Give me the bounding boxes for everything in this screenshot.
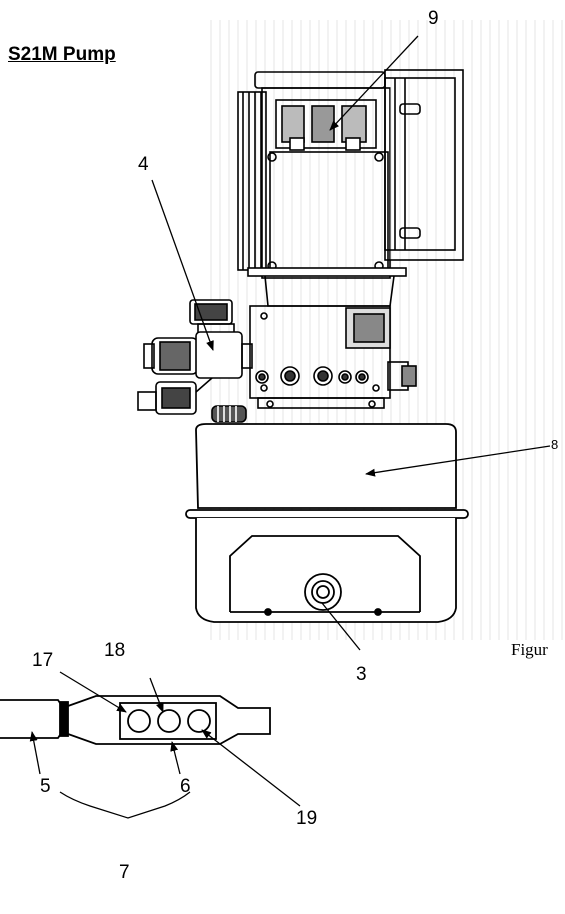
- pendant-remote: [0, 695, 271, 745]
- callout-3: 3: [356, 664, 367, 685]
- callout-4: 4: [138, 154, 149, 175]
- callout-6: 6: [180, 776, 191, 797]
- callout-17: 17: [32, 650, 54, 671]
- terminal-block: [275, 99, 377, 151]
- callout-5: 5: [40, 776, 51, 797]
- reservoir-tank: [185, 423, 469, 623]
- callout-9: 9: [428, 8, 439, 29]
- motor: [237, 69, 464, 307]
- figure-caption: Figur: [511, 640, 548, 659]
- page-title: S21M Pump: [8, 44, 116, 65]
- callout-18: 18: [104, 640, 126, 661]
- callout-19: 19: [296, 808, 318, 829]
- leader-lines: [29, 35, 551, 819]
- manifold-block: [211, 305, 417, 423]
- solenoid-valve: [137, 299, 253, 415]
- callout-8: 8: [551, 437, 559, 452]
- callout-7: 7: [119, 862, 130, 883]
